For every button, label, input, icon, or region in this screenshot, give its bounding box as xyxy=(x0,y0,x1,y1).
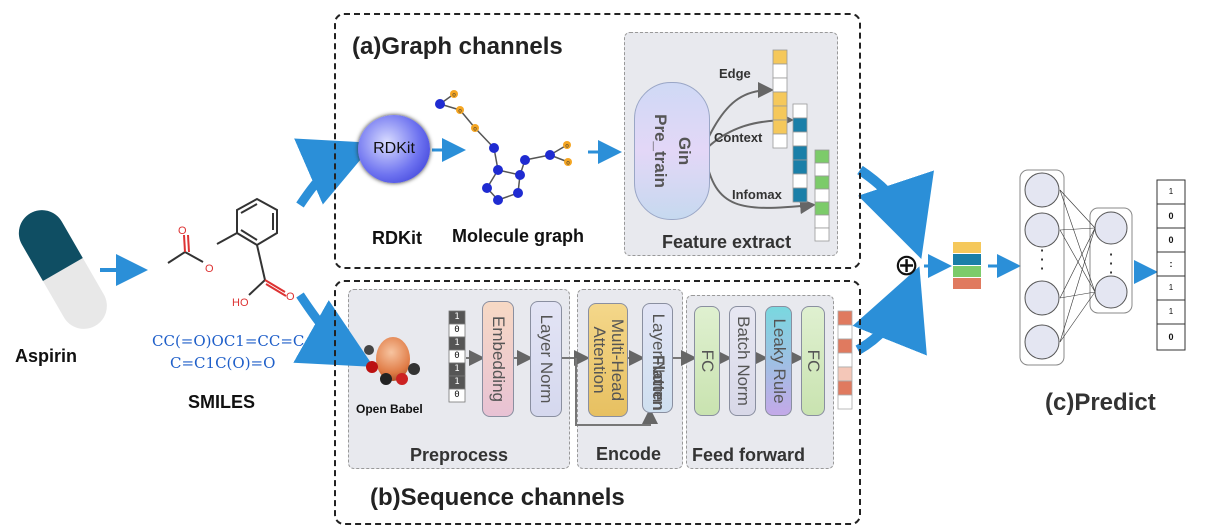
leaky-rule-block: Leaky Rule xyxy=(765,306,792,416)
gin-label: Gin xyxy=(675,136,694,166)
hidden-layer-dots: ··· xyxy=(1108,245,1114,282)
aspirin-label: Aspirin xyxy=(15,346,78,366)
hidden-layer-box xyxy=(1089,207,1133,314)
smiles-line-1: CC(=O)OC1=CC=C xyxy=(152,332,305,350)
edge-feature-vector xyxy=(772,49,788,149)
edge-branch-arrow xyxy=(704,82,774,146)
rdkit-badge: RDKit xyxy=(358,115,430,183)
oxygen-label: O xyxy=(205,263,214,275)
fc-block-2: FC xyxy=(801,306,825,416)
acid-oxygen-label: O xyxy=(286,291,295,303)
infomax-feature-vector xyxy=(814,149,830,242)
arrow-to-sequence xyxy=(293,292,374,367)
molecule-node-label: o xyxy=(458,109,462,115)
network-nodes xyxy=(1024,172,1128,360)
flatten-label: Flatten xyxy=(649,355,668,411)
sequence-binary-vector xyxy=(448,310,466,403)
sequence-channel-title: (b)Sequence channels xyxy=(370,484,625,511)
arrow-to-graph xyxy=(294,138,375,208)
molecule-node-label: o xyxy=(566,161,570,167)
encode-label: Encode xyxy=(596,444,662,464)
fc-block-1: FC xyxy=(694,306,720,416)
smiles-label: SMILES xyxy=(188,392,256,412)
context-label: Context xyxy=(714,130,763,145)
multi-head-attention-block: Multi-Head Attention xyxy=(588,303,628,417)
open-babel-icon xyxy=(362,335,424,391)
network-edges xyxy=(1059,189,1096,343)
predict-output-labels: 1 0 0 : 1 1 0 xyxy=(1168,187,1174,342)
rdkit-label: RDKit xyxy=(372,228,422,248)
molecule-nodes xyxy=(435,90,572,205)
fuse-symbol: ⊕ xyxy=(894,248,920,283)
graph-channel-title: (a)Graph channels xyxy=(352,33,563,60)
gin-pretrain-oval: Gin Pre_train xyxy=(634,82,710,220)
sequence-channel-frame xyxy=(334,280,861,525)
pretrain-label: Pre_train xyxy=(651,114,670,188)
input-layer-dots: ··· xyxy=(1039,241,1045,278)
embedding-block: Embedding xyxy=(482,301,514,417)
preprocess-label: Preprocess xyxy=(410,445,509,465)
sequence-output-vector xyxy=(837,310,853,410)
batch-norm-block: Batch Norm xyxy=(729,306,756,416)
arrow-graph-to-fuse xyxy=(857,165,934,259)
feature-extract-label: Feature extract xyxy=(662,232,792,252)
layer-norm-block-2: Layer Norm xyxy=(642,303,673,413)
infomax-label: Infomax xyxy=(732,187,782,202)
edge-label: Edge xyxy=(719,66,751,81)
binary-vector-labels: 1 0 1 0 1 1 0 xyxy=(454,312,460,400)
arrow-seq-to-fuse xyxy=(852,266,927,356)
pill-icon xyxy=(18,210,107,329)
acid-label: HO xyxy=(232,297,249,309)
molecule-node-label: o xyxy=(565,144,569,150)
predict-title: (c)Predict xyxy=(1045,389,1156,416)
residual-connection xyxy=(575,358,658,426)
graph-channel-frame xyxy=(334,13,861,269)
feed-forward-label: Feed forward xyxy=(692,445,806,465)
predict-output-vector xyxy=(1156,179,1186,351)
smiles-line-2: C=C1C(O)=O xyxy=(170,354,276,372)
combined-vector xyxy=(953,242,981,289)
molecule-node-label: o xyxy=(473,127,477,133)
open-babel-label: Open Babel xyxy=(356,402,423,416)
layer-norm-block-1: Layer Norm xyxy=(530,301,562,417)
input-layer-box xyxy=(1019,169,1065,366)
carbonyl-oxygen-label: O xyxy=(178,225,187,237)
molecule-graph-label: Molecule graph xyxy=(452,226,585,246)
molecule-node-label: o xyxy=(452,93,456,99)
aspirin-structure xyxy=(167,197,287,297)
context-feature-vector xyxy=(792,103,808,203)
rdkit-badge-text: RDKit xyxy=(373,140,415,157)
